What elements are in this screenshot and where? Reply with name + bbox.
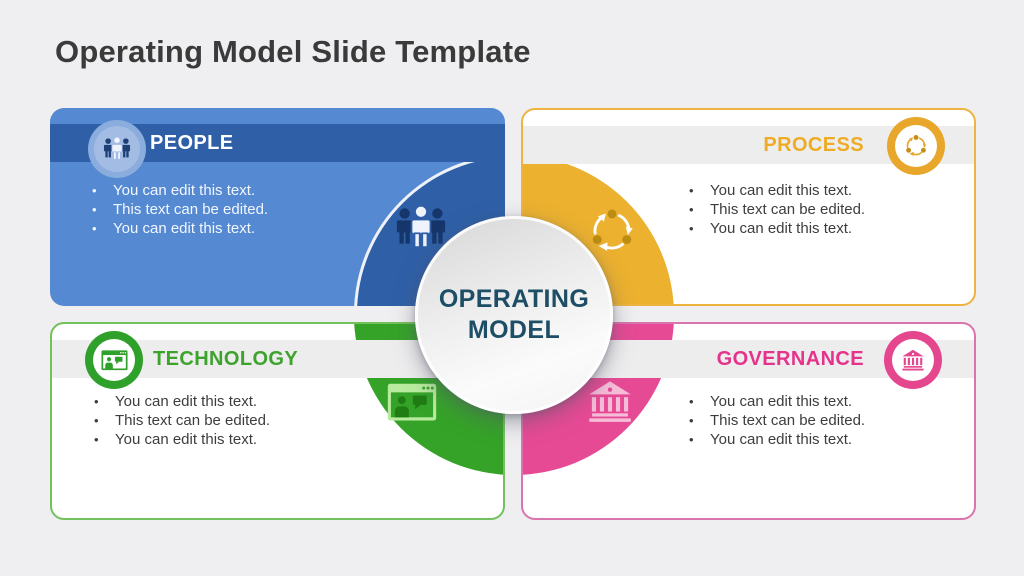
governance-header-icon — [884, 331, 942, 389]
video-conference-icon — [93, 339, 135, 381]
people-label: PEOPLE — [150, 131, 234, 154]
center-hub-label: OPERATING MODEL — [438, 284, 590, 344]
people-bullet-list: You can edit this text. This text can be… — [90, 181, 268, 238]
people-header-icon — [88, 120, 146, 178]
bank-building-icon — [892, 339, 934, 381]
bullet-item: This text can be edited. — [90, 200, 268, 219]
bullet-item: You can edit this text. — [92, 392, 270, 411]
bullet-item: This text can be edited. — [687, 411, 865, 430]
process-card: PROCESS — [521, 108, 976, 306]
bullet-item: You can edit this text. — [687, 181, 865, 200]
slide-title: Operating Model Slide Template — [55, 34, 531, 69]
bullet-item: This text can be edited. — [687, 200, 865, 219]
process-bullet-list: You can edit this text. This text can be… — [687, 181, 865, 238]
bullet-item: This text can be edited. — [92, 411, 270, 430]
cycle-arrows-icon — [586, 205, 638, 257]
video-conference-icon — [387, 383, 437, 422]
technology-header-icon — [85, 331, 143, 389]
cycle-arrows-icon — [895, 125, 937, 167]
bank-building-icon — [587, 380, 633, 423]
bullet-item: You can edit this text. — [92, 430, 270, 449]
bullet-item: You can edit this text. — [90, 219, 268, 238]
bullet-item: You can edit this text. — [687, 392, 865, 411]
bullet-item: You can edit this text. — [687, 430, 865, 449]
bullet-item: You can edit this text. — [90, 181, 268, 200]
technology-bullet-list: You can edit this text. This text can be… — [92, 392, 270, 449]
process-header-icon — [887, 117, 945, 175]
governance-label: GOVERNANCE — [716, 347, 864, 370]
center-hub-circle: OPERATING MODEL — [415, 216, 613, 414]
technology-label: TECHNOLOGY — [153, 347, 299, 370]
technology-card: TECHNOLOGY — [50, 322, 505, 520]
governance-bullet-list: You can edit this text. This text can be… — [687, 392, 865, 449]
people-group-icon — [94, 126, 140, 172]
people-group-icon — [393, 204, 449, 254]
process-label: PROCESS — [763, 133, 864, 156]
bullet-item: You can edit this text. — [687, 219, 865, 238]
